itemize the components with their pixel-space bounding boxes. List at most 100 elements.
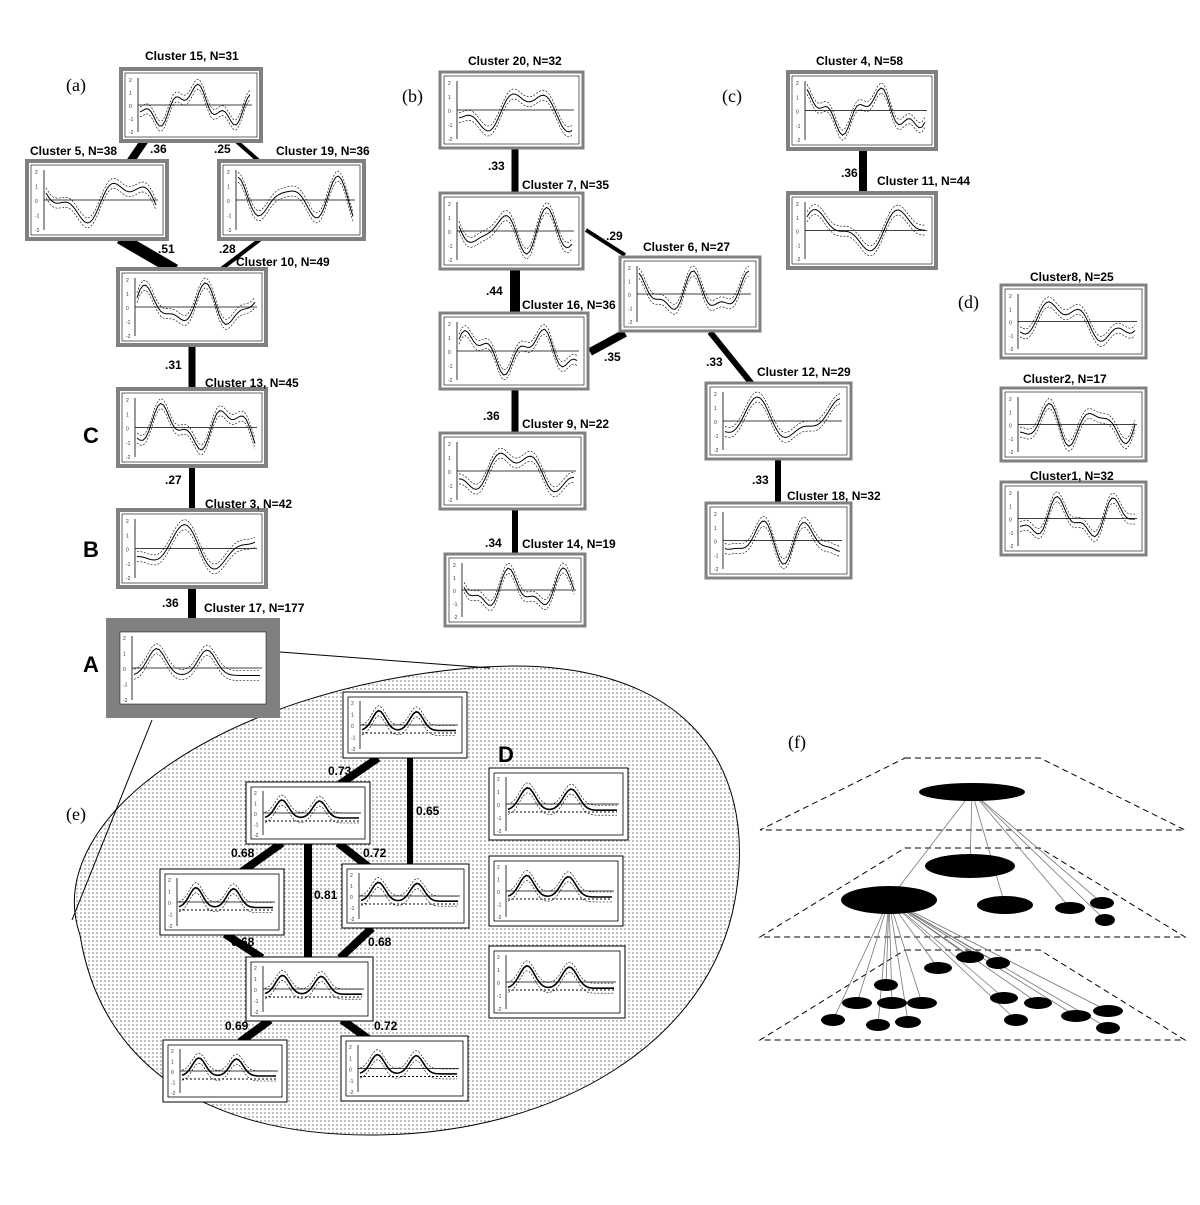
edge-label: .35 — [604, 350, 621, 364]
axis-tick-label: 0 — [254, 812, 257, 818]
panel-label-f: (f) — [788, 732, 806, 753]
cluster-profile-chart: 210-1-2 — [786, 70, 938, 151]
axis-tick-label: -1 — [126, 441, 131, 447]
axis-tick-label: 1 — [126, 292, 129, 298]
cluster-title: Cluster 17, N=177 — [204, 601, 305, 615]
axis-tick-label: 0 — [448, 230, 451, 236]
axis-tick-label: 0 — [123, 667, 126, 673]
axis-tick-label: 0 — [448, 350, 451, 356]
edge-19-10 — [218, 236, 264, 272]
edge-label: .33 — [706, 355, 723, 369]
axis-tick-label: 2 — [1009, 397, 1012, 403]
axis-tick-label: -2 — [448, 378, 453, 384]
axis-tick-label: -1 — [227, 214, 232, 220]
network-node — [1095, 914, 1115, 926]
panel-label-e: (e) — [66, 804, 86, 825]
axis-tick-label: 0 — [796, 110, 799, 116]
network-node — [1093, 1005, 1123, 1017]
axis-tick-label: -2 — [497, 1007, 502, 1013]
network-node — [1004, 1014, 1028, 1026]
axis-tick-label: -1 — [168, 913, 173, 919]
axis-tick-label: 1 — [1009, 410, 1012, 416]
cluster-title: Cluster 5, N=38 — [30, 144, 117, 158]
axis-tick-label: 2 — [350, 873, 353, 879]
cluster-profile-chart: 210-1-2 — [119, 67, 263, 143]
axis-tick-label: 2 — [168, 878, 171, 884]
axis-tick-label: -1 — [448, 364, 453, 370]
cluster-title: Cluster 9, N=22 — [522, 417, 609, 431]
axis-tick-label: 0 — [349, 1068, 352, 1074]
panel-label-b: (b) — [402, 86, 423, 107]
axis-tick-label: -1 — [1009, 531, 1014, 537]
network-link — [971, 791, 1071, 909]
cluster-profile-chart: 210-1-2 — [25, 159, 169, 241]
network-node — [990, 992, 1018, 1004]
cluster-title: Cluster 3, N=42 — [205, 497, 292, 511]
axis-tick-label: 2 — [497, 865, 500, 871]
axis-tick-label: -2 — [227, 228, 232, 234]
axis-tick-label: 1 — [628, 280, 631, 286]
level-label-d: D — [498, 742, 514, 767]
axis-tick-label: 1 — [350, 884, 353, 890]
network-node — [1055, 902, 1085, 914]
network-node — [1090, 897, 1114, 909]
cluster-profile-chart: 210-1-2 — [438, 431, 587, 511]
network-node — [1096, 1022, 1120, 1034]
cluster-title: Cluster 11, N=44 — [877, 174, 970, 188]
axis-tick-label: 2 — [497, 955, 500, 961]
axis-tick-label: 1 — [254, 802, 257, 808]
cluster-title: Cluster 7, N=35 — [522, 178, 609, 192]
axis-tick-label: 2 — [351, 701, 354, 707]
axis-tick-label: -2 — [1009, 450, 1014, 456]
axis-tick-label: -1 — [123, 683, 128, 689]
axis-tick-label: -1 — [171, 1081, 176, 1087]
axis-tick-label: 0 — [351, 724, 354, 730]
cluster-title: Cluster 15, N=31 — [145, 49, 239, 63]
cluster-profile-chart: 210-1-2 — [999, 386, 1148, 463]
axis-tick-label: 2 — [126, 519, 129, 525]
axis-tick-label: 0 — [350, 895, 353, 901]
axis-tick-label: 2 — [448, 442, 451, 448]
network-link — [885, 899, 890, 986]
axis-tick-label: 2 — [714, 512, 717, 518]
axis-tick-label: 2 — [123, 636, 126, 642]
axis-tick-label: 2 — [796, 81, 799, 87]
axis-tick-label: -1 — [497, 903, 502, 909]
axis-tick-label: -1 — [796, 124, 801, 130]
network-node — [977, 896, 1033, 914]
axis-tick-label: 2 — [497, 777, 500, 783]
cluster-title: Cluster 12, N=29 — [757, 365, 851, 379]
cluster-title: Cluster2, N=17 — [1023, 372, 1107, 386]
axis-tick-label: -1 — [254, 999, 259, 1005]
axis-tick-label: 0 — [35, 199, 38, 205]
axis-tick-label: 2 — [227, 170, 230, 176]
axis-tick-label: 1 — [497, 790, 500, 796]
axis-tick-label: 0 — [227, 199, 230, 205]
edge-label: .51 — [158, 242, 175, 256]
axis-tick-label: -2 — [126, 334, 131, 340]
zoom-edge-label: 0.69 — [225, 1019, 249, 1033]
axis-tick-label: 2 — [126, 398, 129, 404]
cluster-title: Cluster 10, N=49 — [236, 255, 330, 269]
layered-network — [758, 757, 1187, 1041]
cluster-profile-chart: 210-1-2 — [786, 191, 938, 270]
cluster-profile-chart: 210-1-2 — [438, 311, 590, 391]
edge-label: .36 — [150, 142, 167, 156]
axis-tick-label: -2 — [171, 1091, 176, 1097]
axis-tick-label: 0 — [129, 104, 132, 110]
axis-tick-label: 0 — [497, 890, 500, 896]
network-node — [986, 957, 1010, 969]
axis-tick-label: -1 — [497, 816, 502, 822]
axis-tick-label: 2 — [35, 170, 38, 176]
cluster-profile-chart: 210-1-2 — [340, 1035, 469, 1102]
axis-tick-label: 2 — [796, 202, 799, 208]
axis-tick-label: 0 — [714, 540, 717, 546]
axis-tick-label: -2 — [714, 448, 719, 454]
network-node — [877, 997, 907, 1009]
axis-tick-label: -2 — [126, 455, 131, 461]
cluster-profile-chart: 210-1-2 — [443, 552, 587, 628]
network-link — [888, 899, 1109, 1012]
zoom-edge-label: 0.81 — [314, 888, 338, 902]
cluster-profile-chart: 210-1-2 — [116, 508, 268, 589]
axis-tick-label: -2 — [126, 576, 131, 582]
